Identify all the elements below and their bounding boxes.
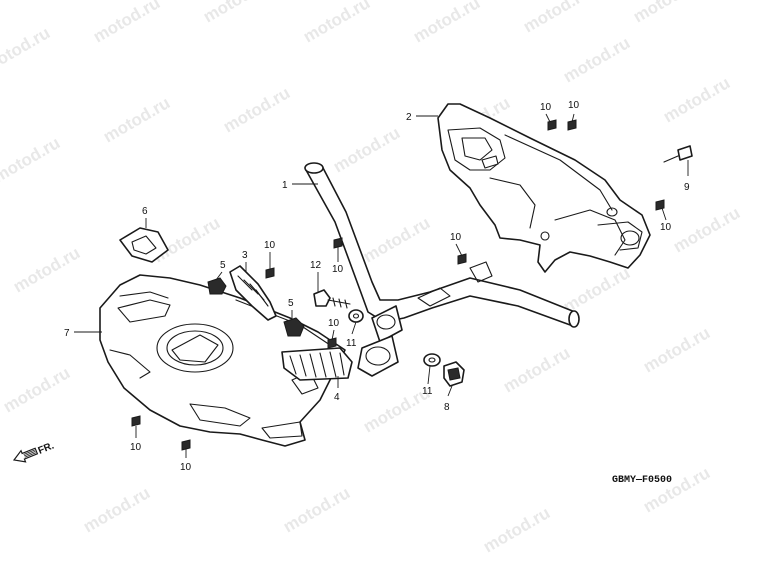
nut-part-8 bbox=[443, 361, 465, 387]
callout-10: 10 bbox=[660, 222, 672, 233]
front-handlebar-cover bbox=[99, 274, 346, 447]
callout-8: 8 bbox=[444, 402, 450, 413]
washer-part-11-b bbox=[423, 353, 441, 367]
callout-12: 12 bbox=[310, 260, 322, 271]
callout-1: 1 bbox=[282, 180, 288, 191]
callout-10: 10 bbox=[540, 102, 552, 113]
front-direction-arrow: FR. bbox=[12, 440, 56, 463]
cap-part-6 bbox=[119, 227, 169, 263]
clip-part-5-upper bbox=[207, 277, 227, 295]
grille-part-4 bbox=[281, 347, 353, 381]
callout-10: 10 bbox=[332, 264, 344, 275]
callout-5: 5 bbox=[220, 260, 226, 271]
rear-handlebar-cover bbox=[437, 103, 651, 273]
callout-10: 10 bbox=[568, 100, 580, 111]
leader-lines bbox=[74, 113, 689, 458]
callout-11: 11 bbox=[346, 338, 357, 349]
callout-6: 6 bbox=[142, 206, 148, 217]
callout-5: 5 bbox=[288, 298, 294, 309]
callout-9: 9 bbox=[684, 182, 690, 193]
callout-10: 10 bbox=[450, 232, 462, 243]
callout-10: 10 bbox=[130, 442, 142, 453]
washer-part-11-a bbox=[348, 309, 364, 323]
callout-3: 3 bbox=[242, 250, 248, 261]
direction-label: FR. bbox=[37, 440, 56, 456]
handlebar-pipe bbox=[304, 162, 580, 377]
callout-11: 11 bbox=[422, 386, 433, 397]
callout-labels: 1 2 3 4 5 5 6 7 8 9 10 10 10 10 10 10 10… bbox=[64, 100, 690, 473]
screw-part-9 bbox=[663, 145, 693, 163]
callout-2: 2 bbox=[406, 112, 412, 123]
callout-10: 10 bbox=[328, 318, 340, 329]
screws-part-10 bbox=[131, 119, 665, 451]
bolt-part-12 bbox=[313, 289, 351, 309]
callout-10: 10 bbox=[180, 462, 192, 473]
clip-part-5-lower bbox=[283, 317, 305, 337]
callout-7: 7 bbox=[64, 328, 70, 339]
callout-10: 10 bbox=[264, 240, 276, 251]
diagram-code: GBMY—F0500 bbox=[612, 475, 672, 486]
callout-4: 4 bbox=[334, 392, 340, 403]
